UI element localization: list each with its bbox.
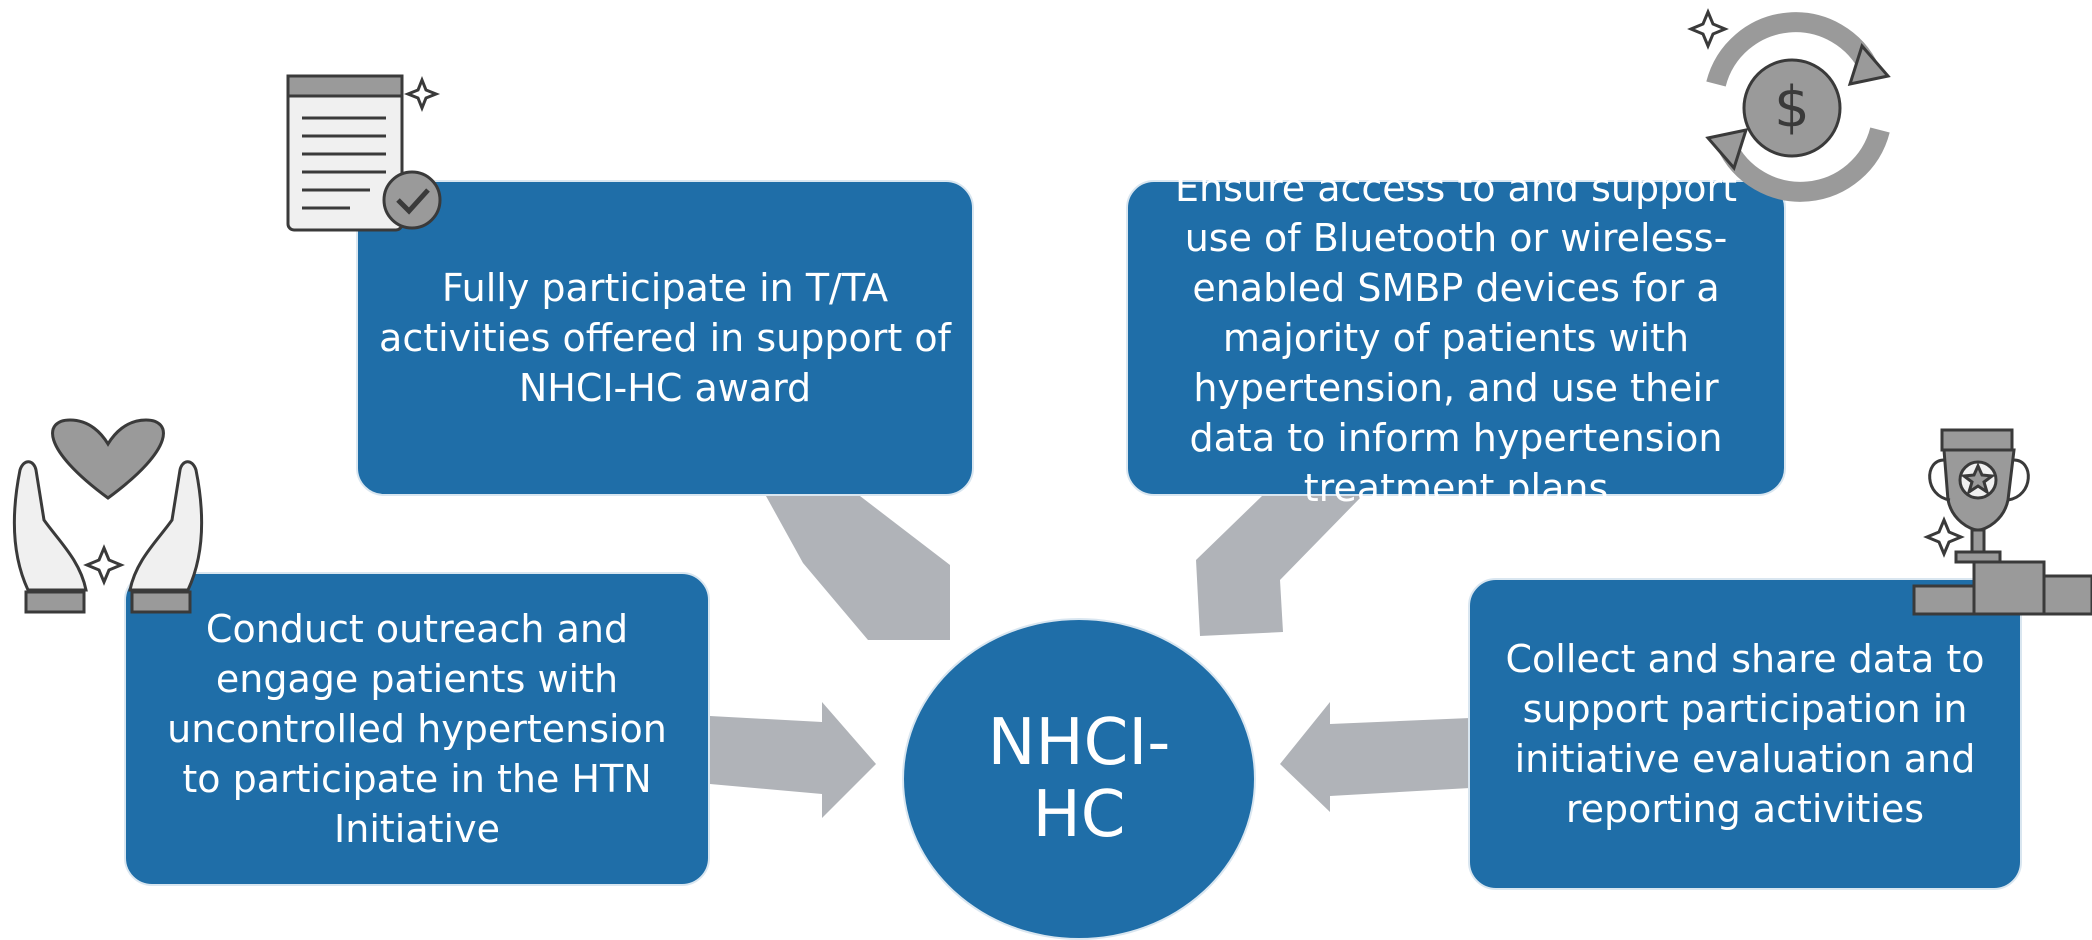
heart-hands-icon	[13, 418, 203, 614]
activity-box-outreach: Conduct outreach and engage patients wit…	[124, 572, 710, 886]
activity-box-ttA: Fully participate in T/TA activities off…	[356, 180, 974, 496]
activity-box-data: Collect and share data to support partic…	[1468, 578, 2022, 890]
activity-text-smbp: Ensure access to and support use of Blue…	[1174, 166, 1738, 510]
arrow-bottom-left	[710, 702, 876, 818]
activity-text-ttA: Fully participate in T/TA activities off…	[379, 266, 951, 410]
arrow-top-left	[766, 496, 950, 640]
document-check-icon	[286, 74, 442, 232]
trophy-podium-icon	[1912, 428, 2092, 616]
arrow-top-right	[1196, 496, 1362, 636]
activity-text-outreach: Conduct outreach and engage patients wit…	[167, 607, 667, 851]
hub-label: NHCI- HC	[987, 706, 1171, 852]
svg-text:$: $	[1774, 75, 1810, 140]
arrow-bottom-right	[1280, 702, 1470, 812]
hub-circle: NHCI- HC	[902, 618, 1256, 940]
activity-box-smbp: Ensure access to and support use of Blue…	[1126, 166, 1786, 510]
activity-text-data: Collect and share data to support partic…	[1505, 637, 1985, 831]
dollar-cycle-icon: $	[1687, 8, 1891, 202]
